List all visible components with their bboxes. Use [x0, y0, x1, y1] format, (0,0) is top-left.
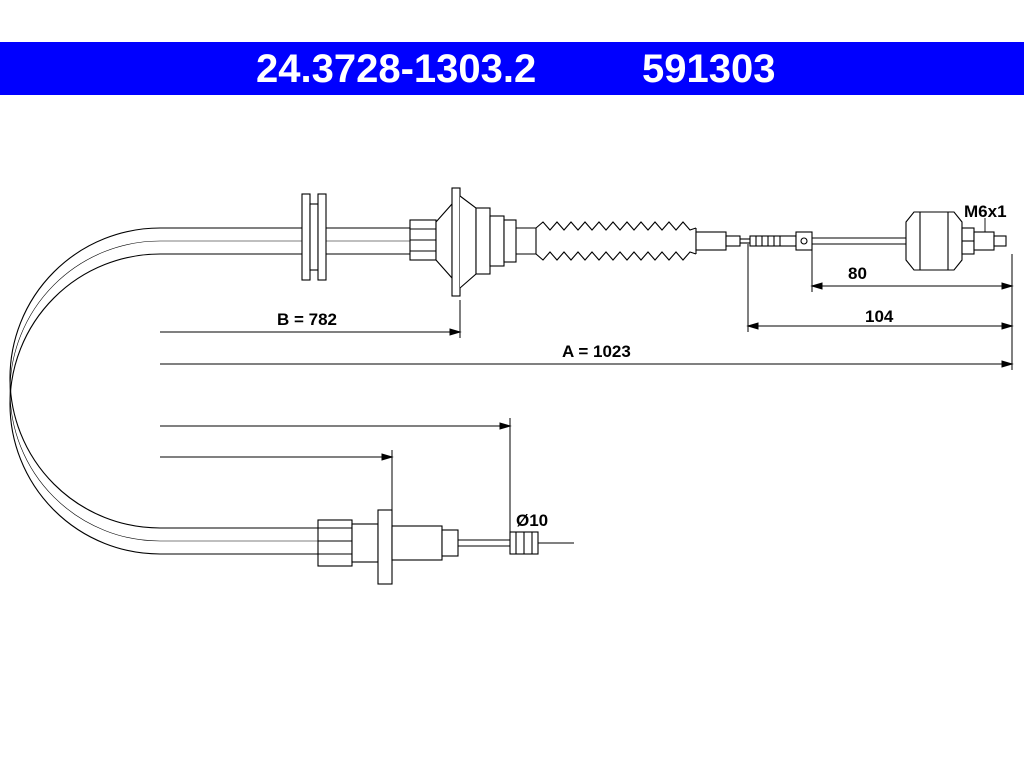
dimension-a-label: A = 1023	[562, 342, 631, 361]
dimension-80-label: 80	[848, 264, 867, 283]
thread-label: M6x1	[964, 202, 1007, 221]
upper-grommet	[301, 193, 327, 281]
cone-bracket	[435, 187, 517, 297]
cable-sheath	[9, 227, 410, 555]
dimension-lines	[160, 244, 1014, 532]
upper-inner-wire	[740, 231, 906, 251]
dimension-b-label: B = 782	[277, 310, 337, 329]
diameter-label: Ø10	[516, 511, 548, 530]
dimension-104-label: 104	[865, 307, 894, 326]
part-number: 24.3728-1303.2	[256, 47, 537, 91]
upper-adjuster-nut	[409, 219, 437, 261]
rubber-bellows	[516, 221, 741, 261]
title-bar: 24.3728-1303.2 591303	[0, 42, 1024, 95]
lower-end-nipple	[509, 531, 574, 555]
lower-ferrule	[317, 509, 510, 585]
threaded-barrel-end	[905, 211, 1007, 271]
reference-number: 591303	[642, 47, 776, 91]
